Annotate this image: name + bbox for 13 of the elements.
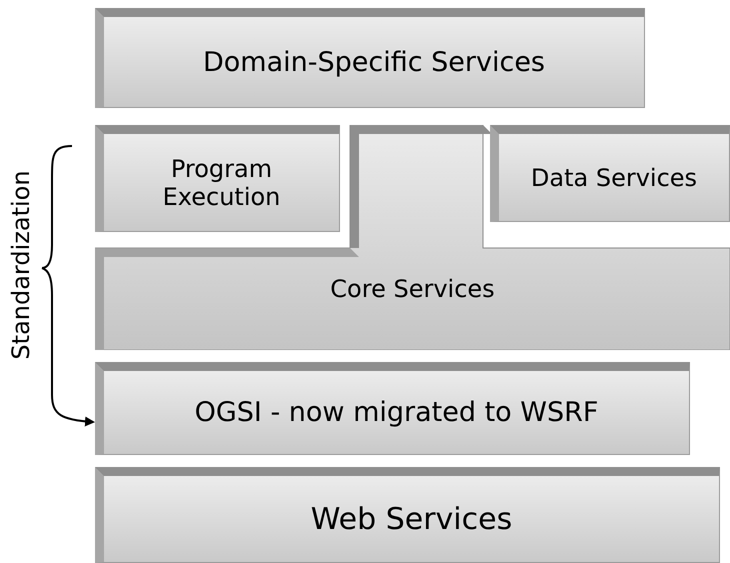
layer-label: Core Services (329, 275, 496, 303)
layer-block (95, 8, 645, 108)
layer-label: Domain-Specific Services (202, 46, 546, 78)
layer-label: Web Services (310, 502, 512, 536)
layer-label: OGSI - now migrated to WSRF (194, 397, 598, 428)
bracket-arrow (42, 267, 95, 426)
layer-block (95, 125, 340, 232)
layer-block (490, 125, 730, 222)
layer-block (95, 467, 720, 563)
rotated-label: Standardization (7, 170, 35, 360)
layer-block (95, 362, 690, 455)
layer-label: Data Services (530, 164, 698, 192)
layer-label: Program Execution (162, 154, 282, 210)
